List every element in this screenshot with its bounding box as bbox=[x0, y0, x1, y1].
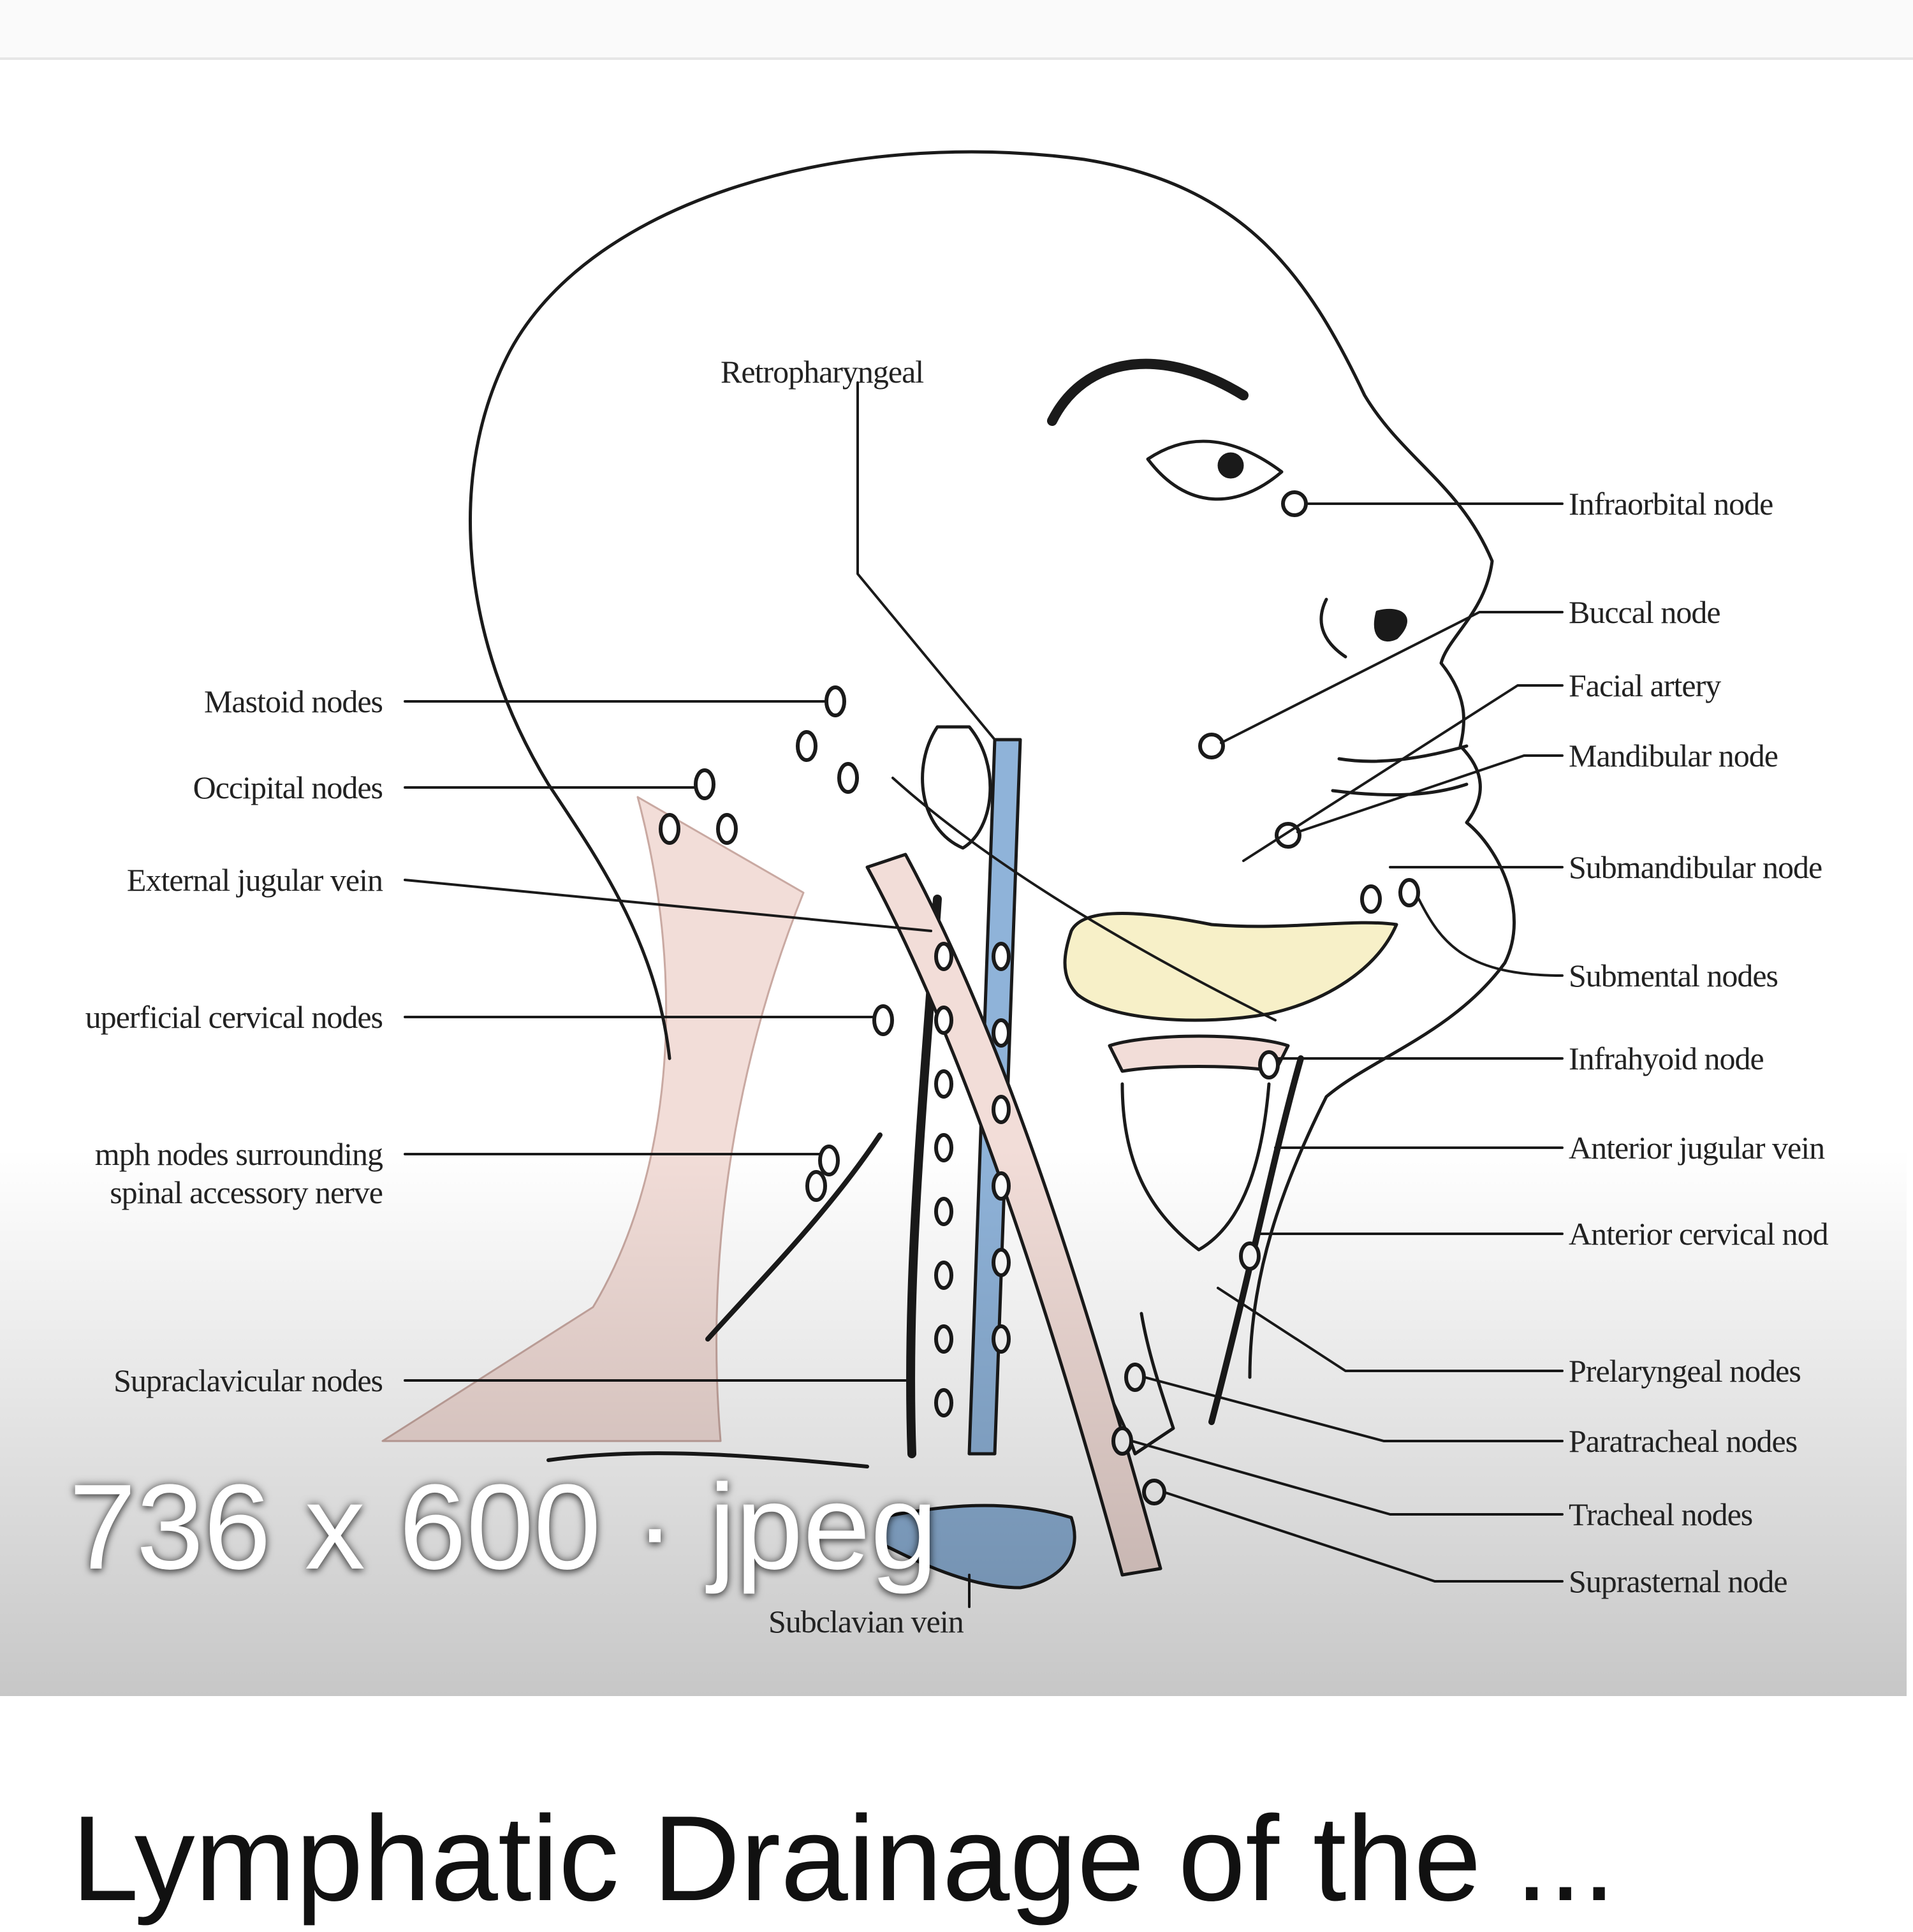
node bbox=[805, 1170, 827, 1202]
pupil bbox=[1217, 452, 1244, 479]
node bbox=[992, 1324, 1011, 1354]
anterior-jugular-vein bbox=[1208, 1055, 1304, 1425]
label-spinal-accessory-line2: spinal accessory nerve bbox=[110, 1175, 383, 1210]
previous-result-edge bbox=[0, 0, 1913, 60]
node bbox=[992, 1171, 1011, 1201]
node bbox=[1142, 1479, 1166, 1505]
node bbox=[934, 1388, 953, 1417]
leader-tracheal bbox=[1131, 1440, 1564, 1516]
leader-paratracheal bbox=[1143, 1376, 1564, 1442]
node bbox=[1124, 1363, 1146, 1392]
submandibular-gland bbox=[1063, 912, 1398, 1022]
leader-suprasternal bbox=[1162, 1491, 1564, 1583]
label-mandibular-node: Mandibular node bbox=[1569, 738, 1778, 773]
larynx bbox=[1120, 1082, 1271, 1252]
node bbox=[1360, 884, 1382, 914]
label-anterior-cervical-nodes: Anterior cervical nod bbox=[1569, 1216, 1829, 1252]
eye bbox=[1146, 439, 1284, 501]
leader-external-jugular bbox=[404, 879, 932, 932]
node bbox=[825, 685, 846, 717]
subclavian-vein bbox=[878, 1504, 1076, 1590]
ear bbox=[921, 725, 992, 850]
label-suprasternal-node: Suprasternal node bbox=[1569, 1563, 1788, 1599]
image-size-format: 736 x 600 · jpeg bbox=[69, 1460, 938, 1595]
label-facial-artery: Facial artery bbox=[1569, 668, 1721, 703]
node bbox=[1239, 1241, 1261, 1271]
nostril bbox=[1374, 608, 1407, 642]
node bbox=[1258, 1050, 1280, 1079]
node bbox=[659, 813, 680, 845]
node bbox=[934, 1324, 953, 1354]
node bbox=[1281, 490, 1308, 517]
node bbox=[992, 1018, 1011, 1048]
platysma-band bbox=[891, 777, 1277, 1021]
label-external-jugular-vein: External jugular vein bbox=[126, 862, 383, 898]
leader-submental bbox=[1418, 898, 1564, 977]
label-retropharyngeal: Retropharyngeal bbox=[721, 354, 924, 390]
label-anterior-jugular-vein: Anterior jugular vein bbox=[1569, 1130, 1825, 1166]
node bbox=[716, 813, 738, 845]
label-occipital-nodes: Occipital nodes bbox=[193, 770, 383, 805]
result-title-link[interactable]: Lymphatic Drainage of the ... bbox=[71, 1791, 1616, 1926]
leader-retropharyngeal bbox=[856, 381, 996, 741]
lymphatic-diagram-image[interactable] bbox=[0, 64, 1907, 1696]
leader-buccal bbox=[1220, 611, 1564, 744]
trapezius-muscle bbox=[381, 796, 805, 1442]
node bbox=[818, 1145, 840, 1176]
image-result-card[interactable]: Retropharyngeal Mastoid nodes Occipital … bbox=[0, 64, 1907, 1696]
label-paratracheal-nodes: Paratracheal nodes bbox=[1569, 1423, 1798, 1459]
label-infraorbital-node: Infraorbital node bbox=[1569, 486, 1773, 522]
node bbox=[934, 1261, 953, 1290]
node bbox=[934, 1069, 953, 1099]
leader-mandibular bbox=[1296, 754, 1564, 833]
node bbox=[992, 1095, 1011, 1124]
node bbox=[992, 942, 1011, 971]
node bbox=[837, 762, 859, 794]
node bbox=[934, 1006, 953, 1035]
lips bbox=[1331, 744, 1469, 797]
label-buccal-node: Buccal node bbox=[1569, 594, 1721, 630]
head-outline bbox=[469, 150, 1516, 1379]
node bbox=[934, 942, 953, 971]
spinal-accessory-nerve bbox=[705, 1132, 883, 1342]
label-infrahyoid-node: Infrahyoid node bbox=[1569, 1041, 1764, 1076]
node bbox=[872, 1004, 894, 1036]
leader-prelaryngeal bbox=[1217, 1287, 1564, 1372]
eyebrow bbox=[1047, 358, 1249, 426]
node bbox=[992, 1248, 1011, 1277]
node bbox=[1111, 1426, 1133, 1456]
node bbox=[1198, 733, 1225, 759]
node bbox=[694, 768, 715, 800]
leader-facial bbox=[1242, 684, 1564, 862]
label-supraclavicular-nodes: Supraclavicular nodes bbox=[114, 1363, 383, 1398]
label-tracheal-nodes: Tracheal nodes bbox=[1569, 1497, 1753, 1532]
nasal-fold bbox=[1319, 597, 1347, 659]
label-spinal-accessory-line1: mph nodes surrounding bbox=[94, 1136, 383, 1172]
label-submandibular-node: Submandibular node bbox=[1569, 849, 1822, 885]
node bbox=[796, 730, 817, 762]
node bbox=[934, 1133, 953, 1162]
label-subclavian-vein: Subclavian vein bbox=[768, 1604, 964, 1639]
node bbox=[934, 1197, 953, 1226]
node bbox=[1398, 878, 1420, 907]
label-submental-nodes: Submental nodes bbox=[1569, 958, 1778, 993]
label-superficial-cervical-nodes: uperficial cervical nodes bbox=[85, 999, 383, 1035]
label-mastoid-nodes: Mastoid nodes bbox=[203, 684, 383, 719]
clavicle bbox=[546, 1451, 869, 1468]
label-prelaryngeal-nodes: Prelaryngeal nodes bbox=[1569, 1353, 1801, 1389]
